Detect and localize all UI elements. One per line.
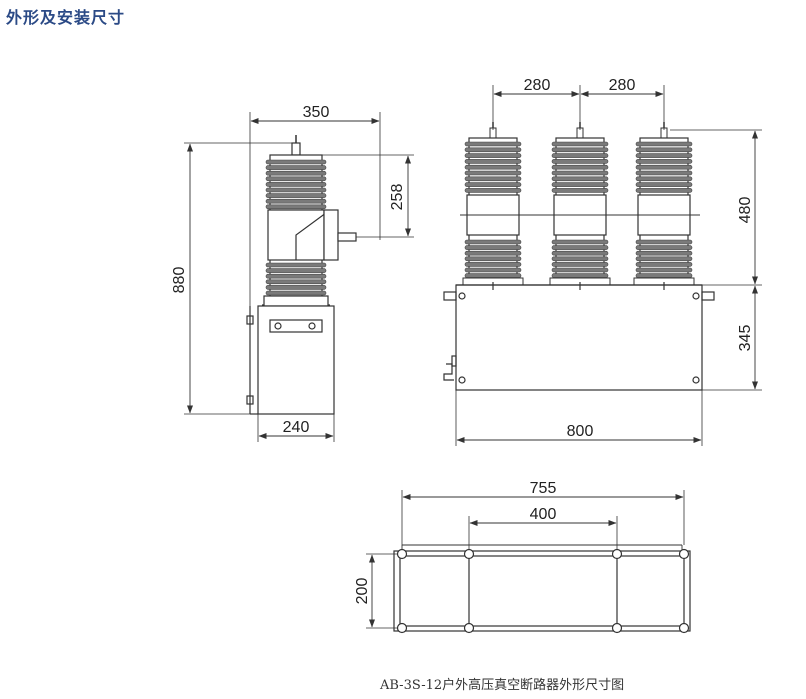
front-poles	[462, 122, 695, 286]
page-title: 外形及安装尺寸	[6, 8, 126, 27]
pole-3	[633, 122, 695, 286]
side-width-top-label: 350	[303, 104, 330, 121]
side-view	[184, 112, 414, 442]
pole-1	[462, 122, 524, 286]
front-pitch-right-label: 280	[609, 77, 636, 94]
side-width-base-label: 240	[283, 419, 310, 436]
front-pitch-left-label: 280	[524, 77, 551, 94]
front-view	[443, 85, 762, 446]
side-insulator	[262, 135, 357, 307]
bottom-depth-label: 200	[354, 578, 371, 605]
side-base-box	[246, 305, 335, 415]
side-height-total-label: 880	[171, 267, 188, 294]
front-height-upper-label: 480	[737, 197, 754, 224]
front-height-lower-label: 345	[737, 325, 754, 352]
mounting-holes	[396, 548, 690, 634]
bottom-view	[366, 490, 691, 634]
front-width-label: 800	[567, 423, 594, 440]
pole-2	[549, 122, 611, 286]
side-height-upper-label: 258	[389, 184, 406, 211]
figure-caption: AB-3S-12户外高压真空断路器外形尺寸图	[380, 678, 625, 693]
bottom-width-inner-label: 400	[530, 506, 557, 523]
bottom-width-outer-label: 755	[530, 480, 557, 497]
front-base-box	[443, 282, 715, 391]
